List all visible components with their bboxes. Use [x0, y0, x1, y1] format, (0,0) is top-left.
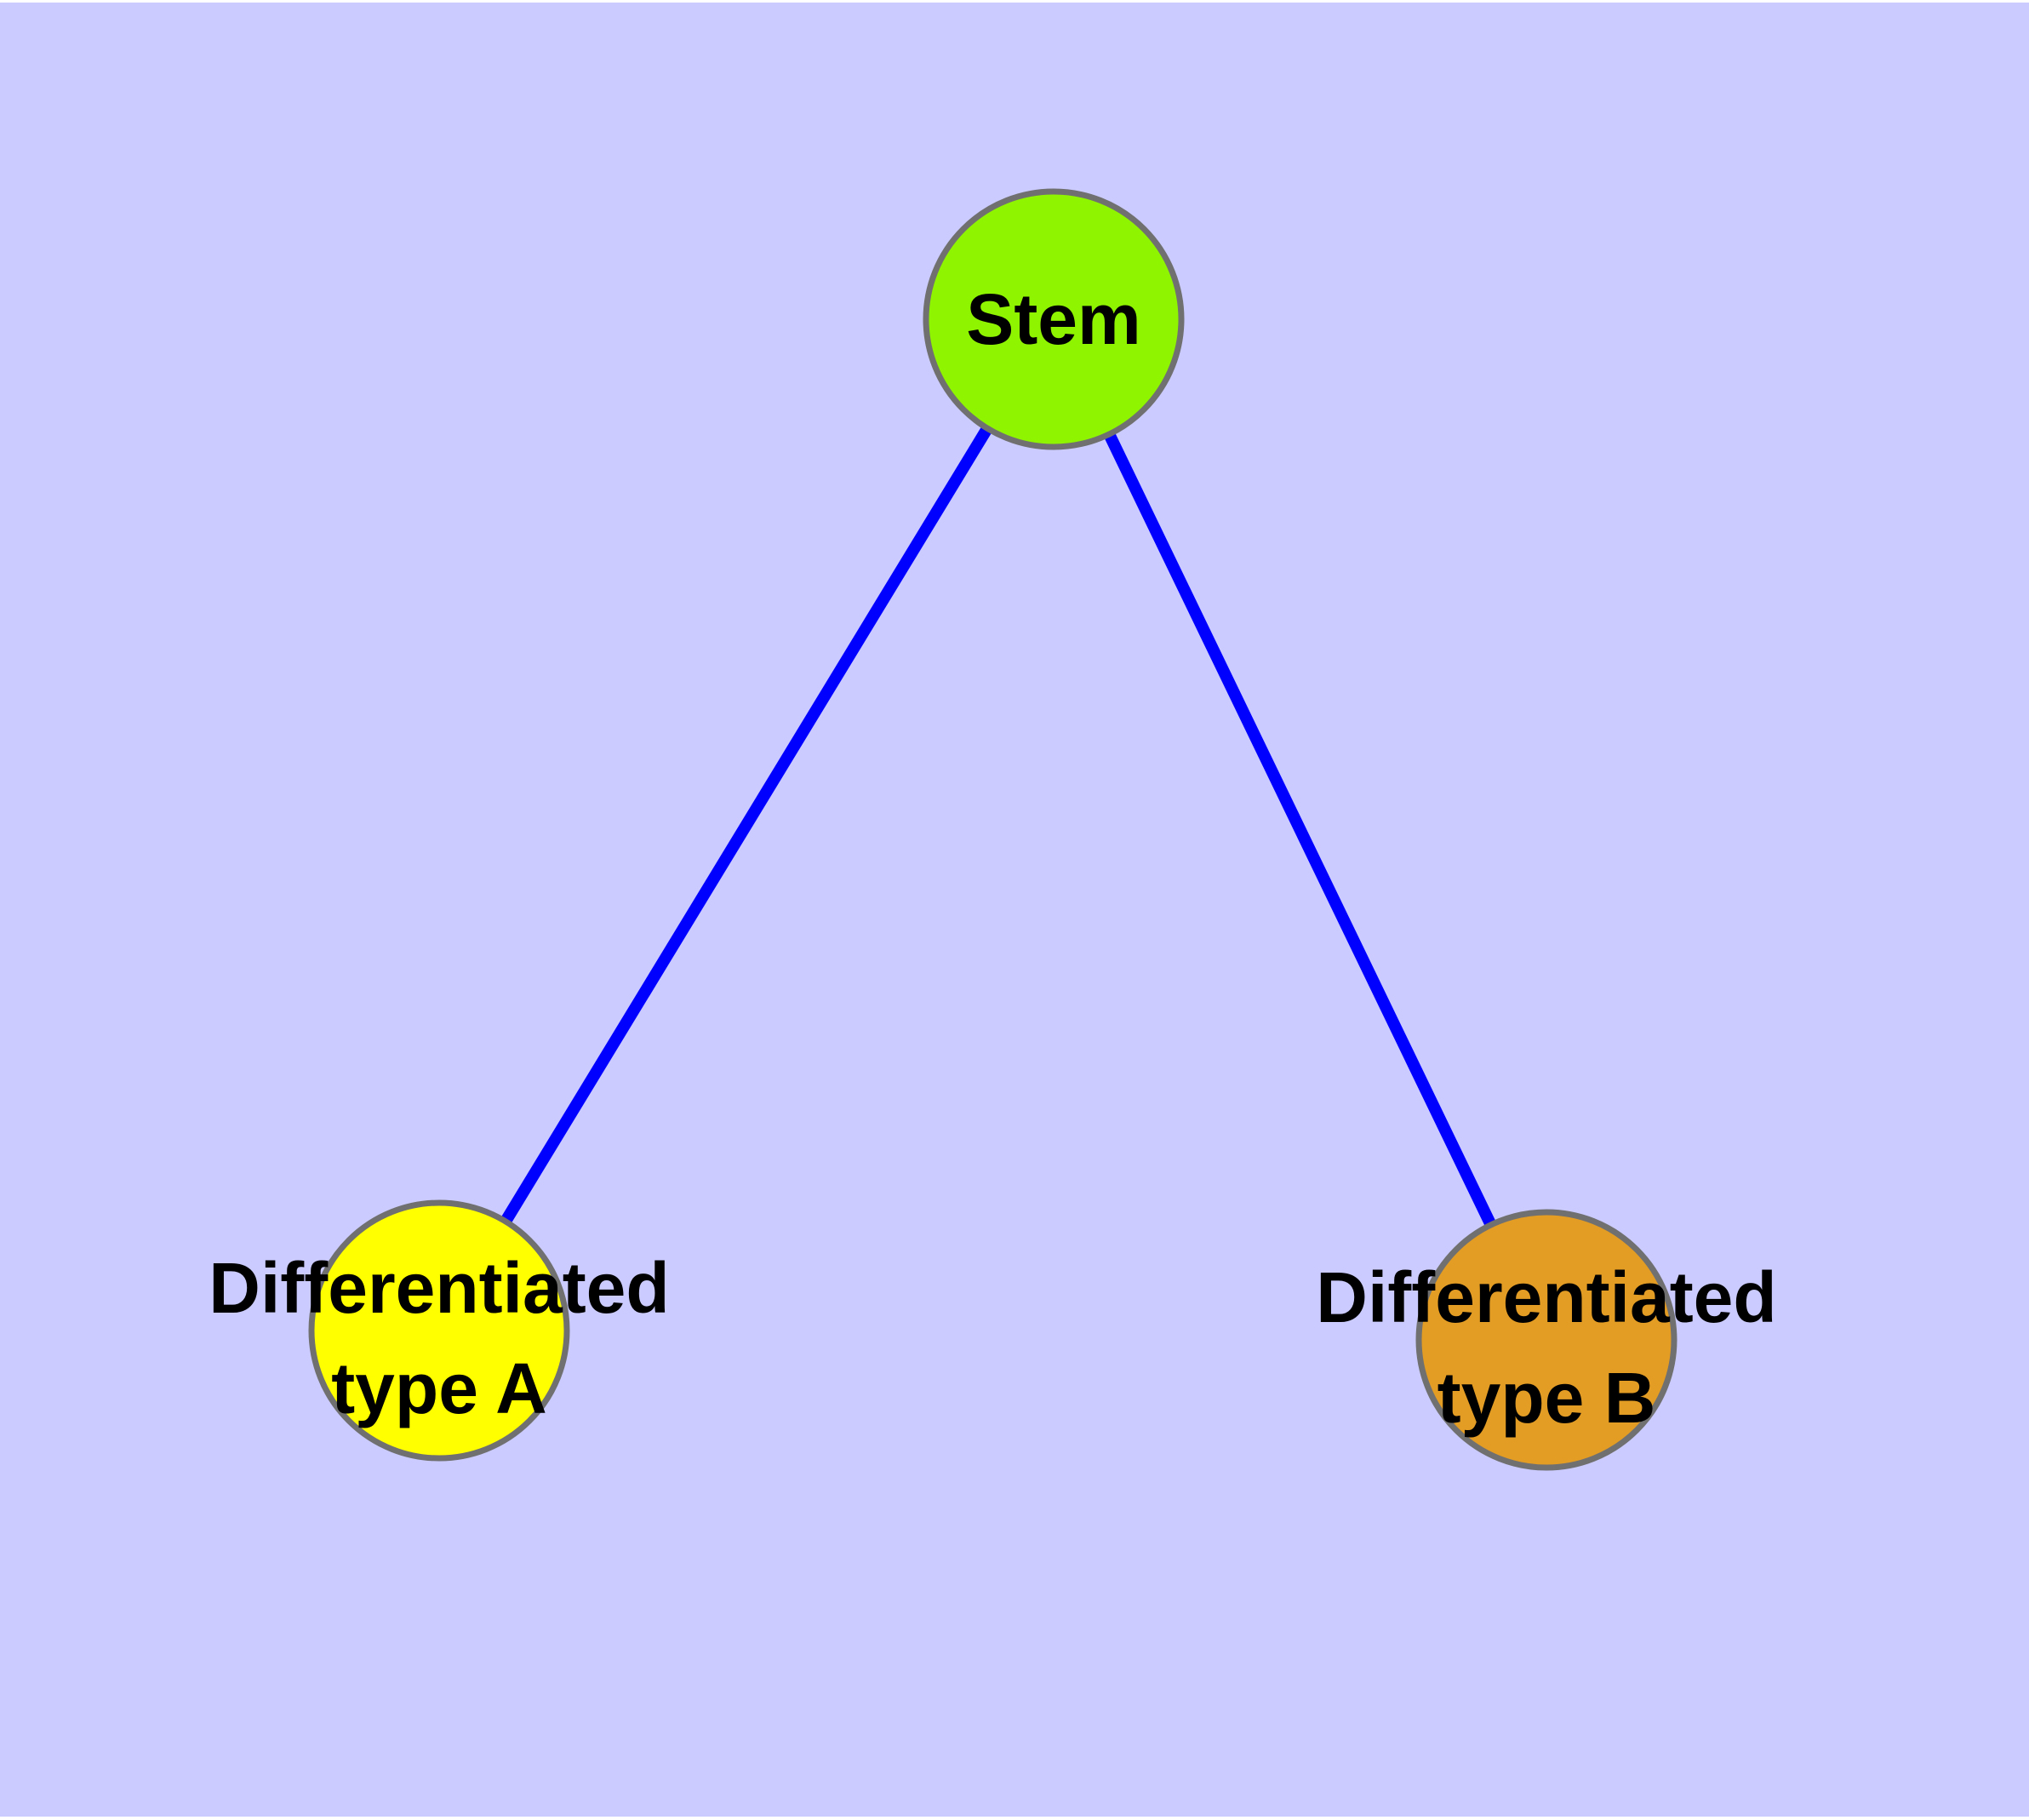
node-type-b-circle [1415, 1209, 1677, 1471]
node-type-a-label-line-1: Differentiated [209, 1248, 669, 1328]
node-type-b-label-line-2: type B [1437, 1358, 1656, 1438]
node-differentiated-type-a: Differentiated type A [209, 1199, 670, 1462]
node-differentiated-type-b: Differentiated type B [1316, 1209, 1777, 1471]
edge-stem-to-type-b [1048, 316, 1552, 1343]
node-type-a-label-line-2: type A [331, 1348, 547, 1428]
node-type-b-label-line-1: Differentiated [1316, 1257, 1776, 1337]
node-stem-label: Stem [966, 279, 1140, 359]
node-type-a-circle [308, 1199, 570, 1462]
node-stem-circle [923, 188, 1185, 450]
edge-stem-to-type-a [434, 316, 1059, 1334]
node-stem: Stem [923, 188, 1185, 450]
